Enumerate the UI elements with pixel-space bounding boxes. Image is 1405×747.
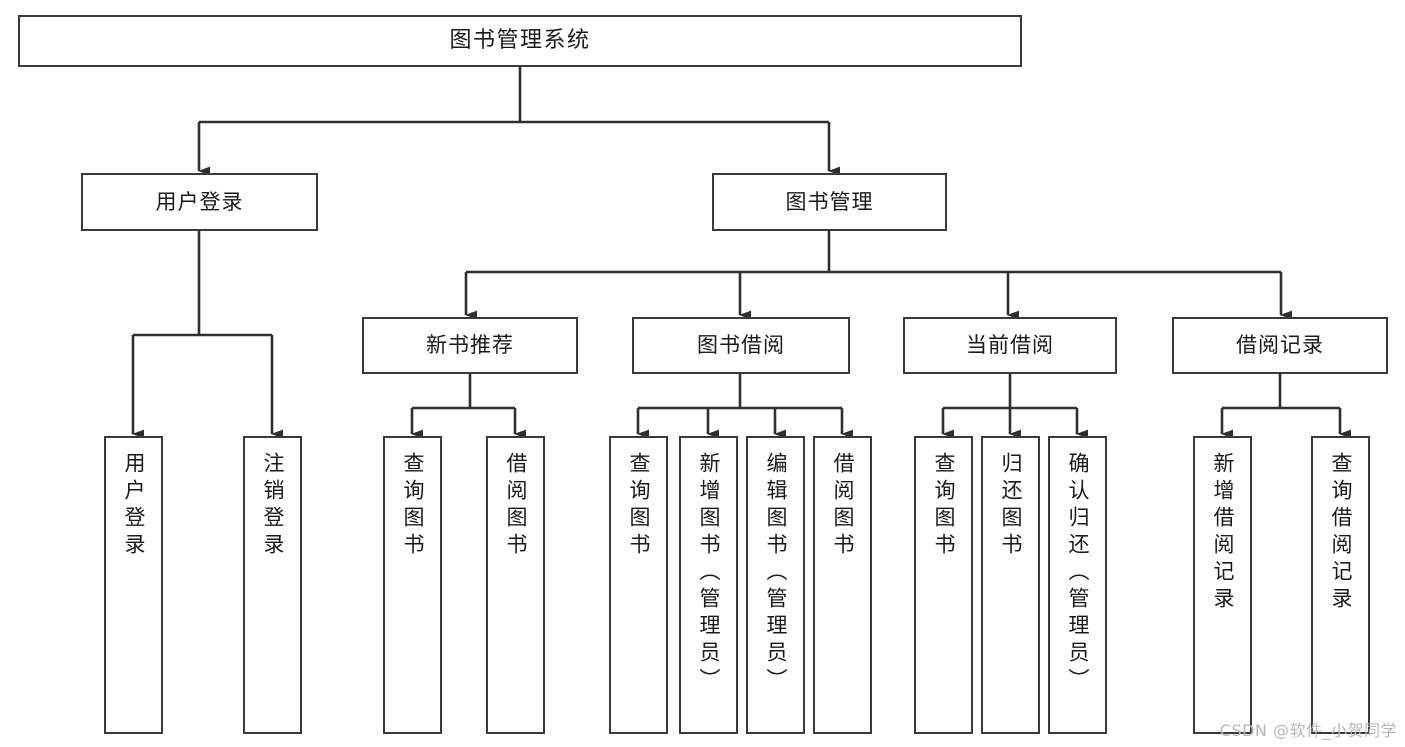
node-label: 新增图书（管理员） — [697, 452, 721, 695]
node-label: 图书管理 — [785, 189, 874, 214]
node-label: 新书推荐 — [426, 333, 514, 358]
node-label: 图书管理系统 — [449, 28, 591, 54]
node-label: 图书借阅 — [697, 333, 785, 358]
node-user-login[interactable]: 用户登录 — [81, 173, 318, 231]
node-label: 用户登录 — [122, 452, 146, 560]
node-leaf-query-book-current[interactable]: 查询图书 — [914, 436, 973, 734]
node-new-book-recommend[interactable]: 新书推荐 — [362, 317, 578, 374]
node-current-borrow[interactable]: 当前借阅 — [903, 317, 1117, 374]
node-label: 当前借阅 — [966, 333, 1054, 358]
node-label: 查询图书 — [401, 452, 425, 560]
node-book-manage[interactable]: 图书管理 — [712, 173, 947, 231]
node-leaf-query-borrow-record[interactable]: 查询借阅记录 — [1311, 436, 1370, 734]
node-label: 查询图书 — [932, 452, 956, 560]
node-label: 归还图书 — [999, 452, 1023, 560]
node-leaf-query-book-recommend[interactable]: 查询图书 — [383, 436, 442, 734]
node-leaf-add-borrow-record[interactable]: 新增借阅记录 — [1193, 436, 1252, 734]
node-label: 用户登录 — [155, 189, 244, 214]
node-leaf-edit-book-admin[interactable]: 编辑图书（管理员） — [746, 436, 805, 734]
node-leaf-user-logout[interactable]: 注销登录 — [243, 436, 302, 734]
node-leaf-add-book-admin[interactable]: 新增图书（管理员） — [679, 436, 738, 734]
node-root-system[interactable]: 图书管理系统 — [18, 15, 1022, 67]
csdn-watermark: CSDN @软件_小贺同学 — [1219, 721, 1397, 740]
node-label: 借阅记录 — [1236, 333, 1324, 358]
node-borrow-record[interactable]: 借阅记录 — [1172, 317, 1388, 374]
node-label: 新增借阅记录 — [1211, 452, 1235, 614]
node-leaf-user-login[interactable]: 用户登录 — [104, 436, 163, 734]
node-label: 查询借阅记录 — [1329, 452, 1353, 614]
node-leaf-query-book-borrow[interactable]: 查询图书 — [609, 436, 668, 734]
node-leaf-return-book[interactable]: 归还图书 — [981, 436, 1040, 734]
node-label: 查询图书 — [627, 452, 651, 560]
node-label: 确认归还（管理员） — [1066, 452, 1090, 695]
node-label: 借阅图书 — [504, 452, 528, 560]
node-label: 编辑图书（管理员） — [764, 452, 788, 695]
node-leaf-borrow-book-recommend[interactable]: 借阅图书 — [486, 436, 545, 734]
node-label: 注销登录 — [261, 452, 285, 560]
node-label: 借阅图书 — [831, 452, 855, 560]
node-book-borrow[interactable]: 图书借阅 — [632, 317, 850, 374]
node-leaf-confirm-return-admin[interactable]: 确认归还（管理员） — [1048, 436, 1107, 734]
node-leaf-borrow-book[interactable]: 借阅图书 — [813, 436, 872, 734]
